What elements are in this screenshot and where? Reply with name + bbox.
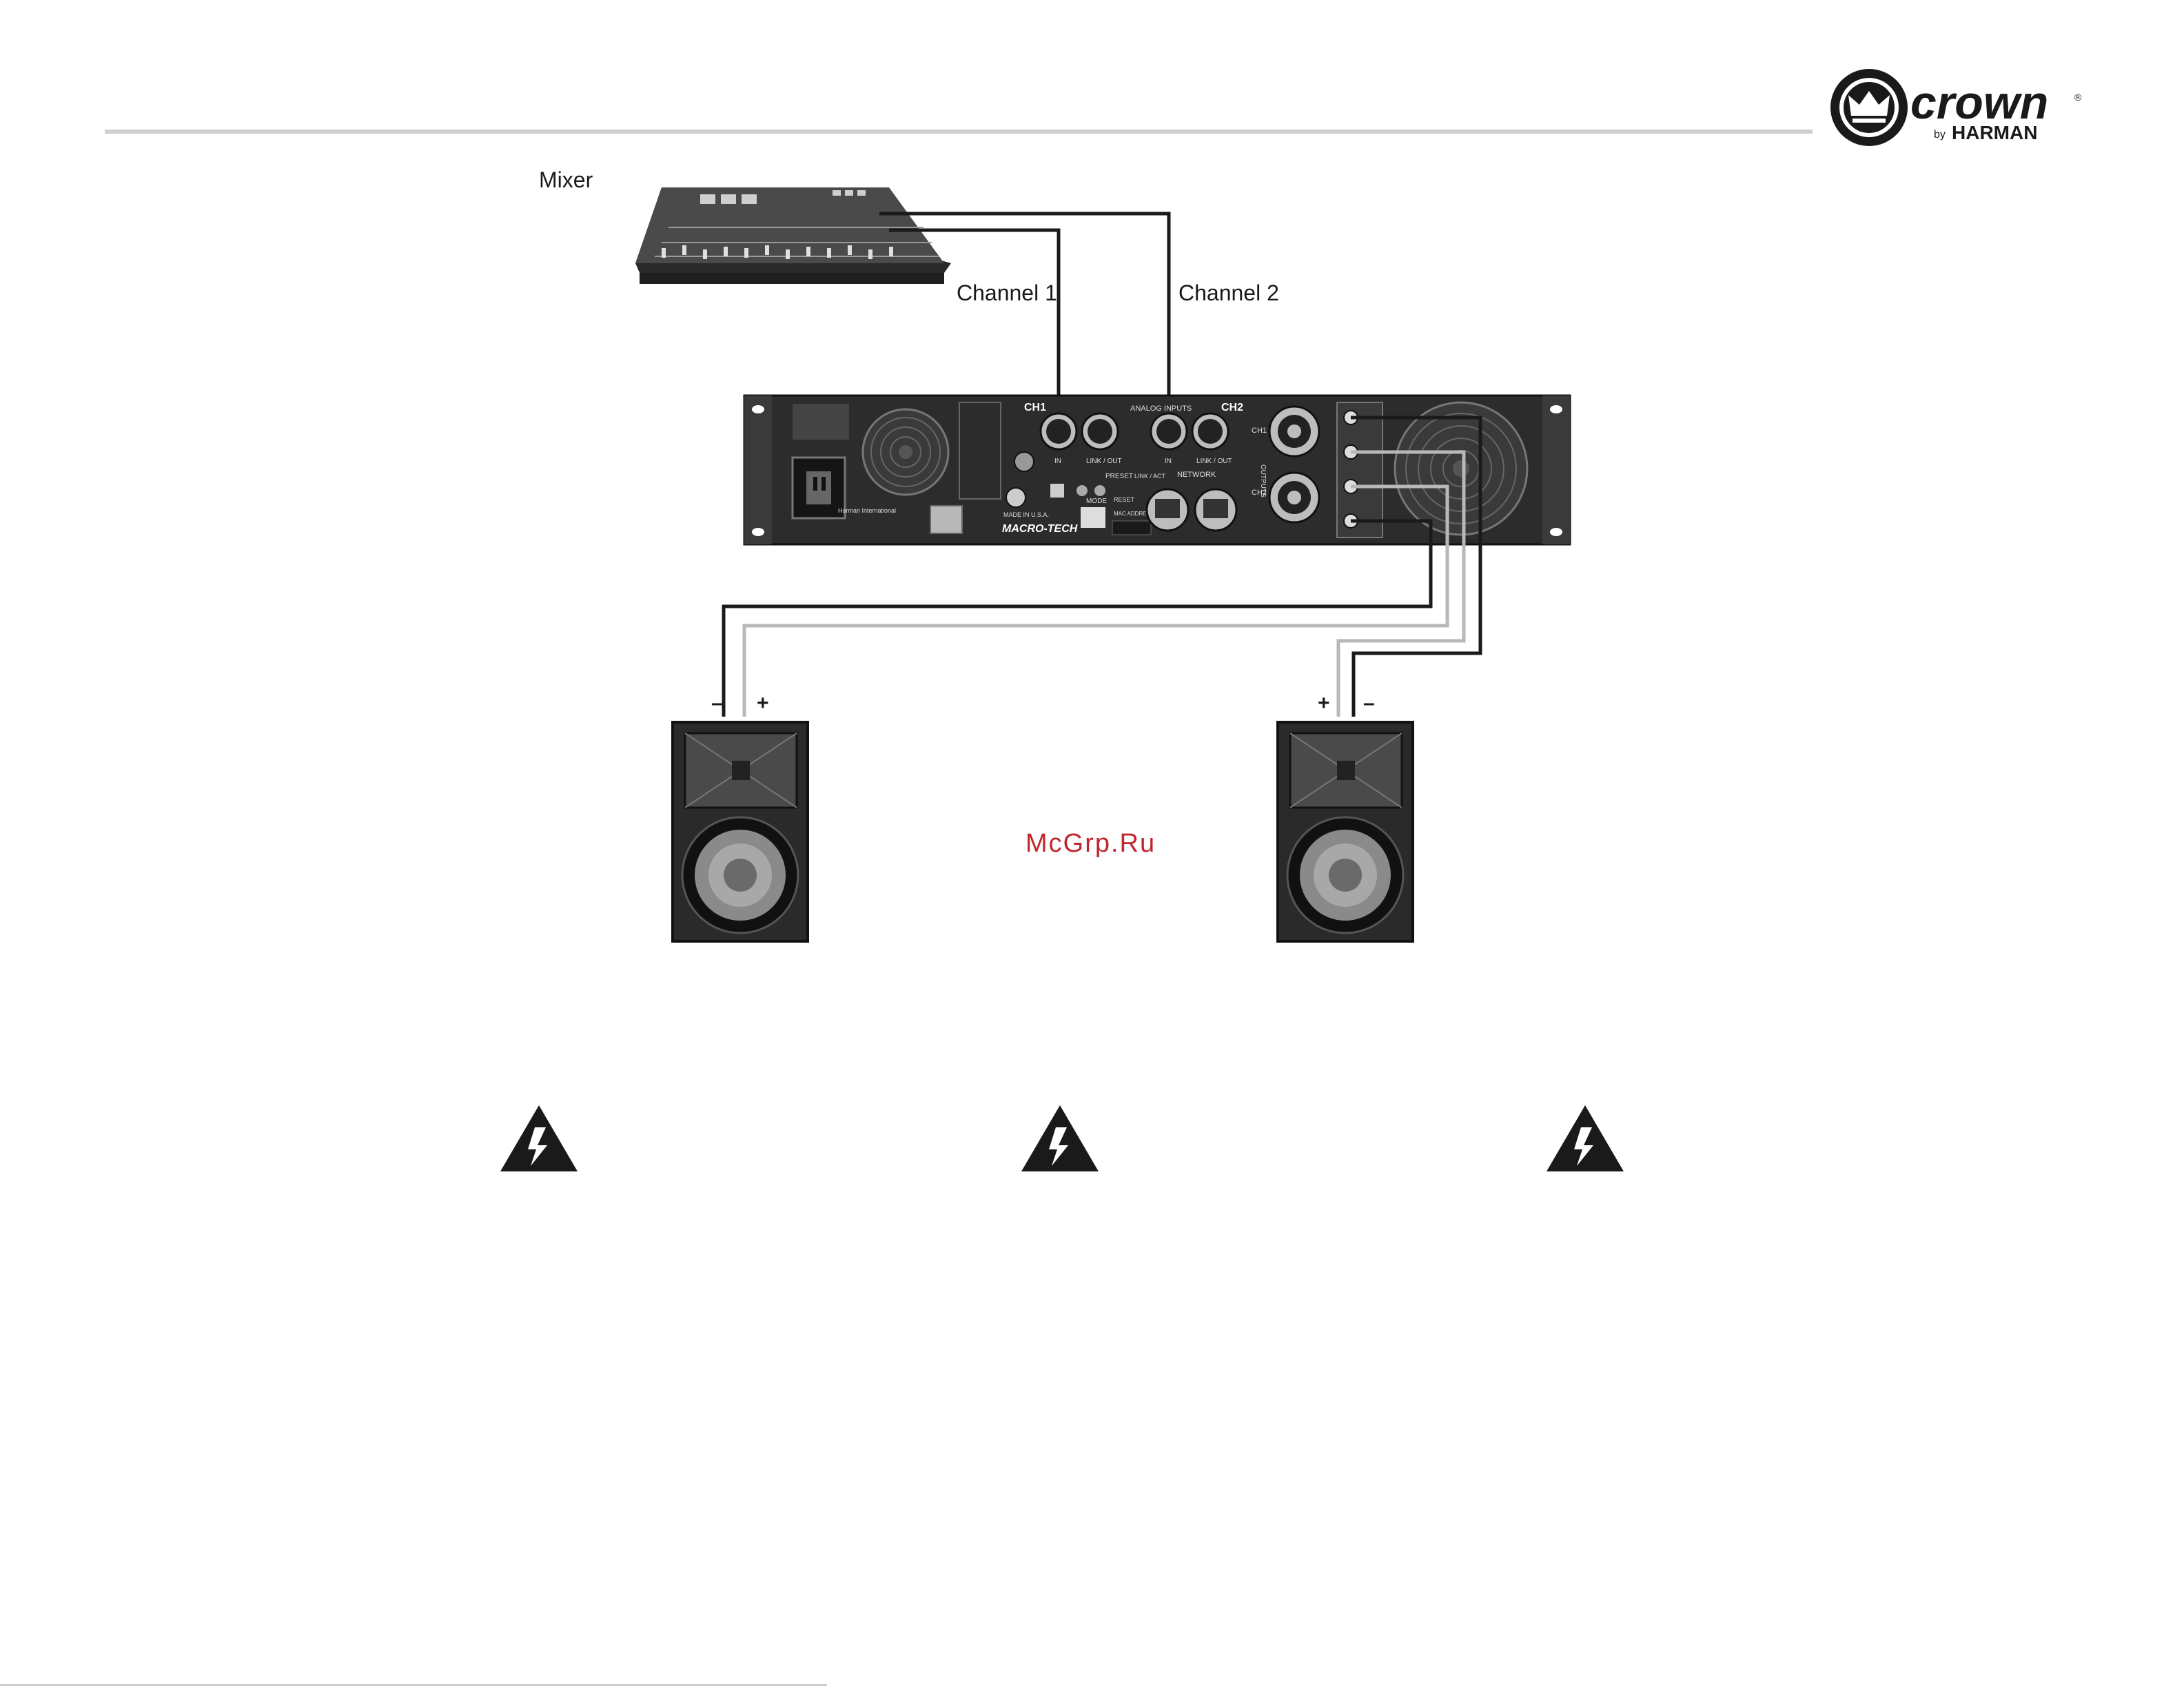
channel1-label: Channel 1 <box>957 280 1057 305</box>
speaker-right <box>1278 722 1413 941</box>
mixer-label: Mixer <box>539 167 593 192</box>
mode-label: MODE <box>1086 498 1107 505</box>
reset-label: RESET <box>1114 496 1135 503</box>
logo-by: by <box>1934 129 1946 141</box>
link-out-1-label: LINK / OUT <box>1086 458 1122 465</box>
made-in-label: MADE IN U.S.A. <box>1003 511 1049 518</box>
output-ch1-label: CH1 <box>1252 427 1267 435</box>
warning-triangle <box>500 1105 578 1171</box>
preset-label: PRESET <box>1105 473 1133 480</box>
mixer-console <box>635 187 951 284</box>
input-ch2-label: CH2 <box>1221 402 1243 413</box>
in-2-label: IN <box>1165 458 1172 465</box>
crown-logo: crown ® by HARMAN <box>1830 69 2082 146</box>
fan-right <box>1395 402 1527 535</box>
fan-left <box>863 409 948 495</box>
logo-registered: ® <box>2074 92 2082 103</box>
input-ch1-label: CH1 <box>1024 402 1046 413</box>
channel2-label: Channel 2 <box>1178 280 1279 305</box>
logo-word: crown <box>1910 76 2048 129</box>
right-speaker-minus: – <box>1363 692 1375 715</box>
warning-triangle <box>1547 1105 1624 1171</box>
cable-ch1-negative <box>724 521 1431 717</box>
right-speaker-plus: + <box>1318 692 1330 715</box>
watermark: McGrp.Ru <box>1025 829 1156 858</box>
logo-maker: HARMAN <box>1952 122 2037 143</box>
network-label: NETWORK <box>1177 471 1216 479</box>
link-act-label: LINK / ACT <box>1134 473 1166 480</box>
warning-triangle <box>1021 1105 1099 1171</box>
link-out-2-label: LINK / OUT <box>1196 458 1232 465</box>
analog-inputs-label: ANALOG INPUTS <box>1130 404 1192 413</box>
footer-rule <box>0 1684 827 1686</box>
output-ch2-label: CH2 <box>1252 489 1267 497</box>
left-speaker-minus: – <box>711 692 723 715</box>
maker-label: Harman International <box>838 507 896 514</box>
in-1-label: IN <box>1054 458 1061 465</box>
header-rule <box>105 130 1813 134</box>
model-label: MACRO-TECH <box>1002 523 1078 535</box>
speaker-left <box>673 722 808 941</box>
power-switch[interactable] <box>930 506 962 533</box>
left-speaker-plus: + <box>757 692 769 715</box>
